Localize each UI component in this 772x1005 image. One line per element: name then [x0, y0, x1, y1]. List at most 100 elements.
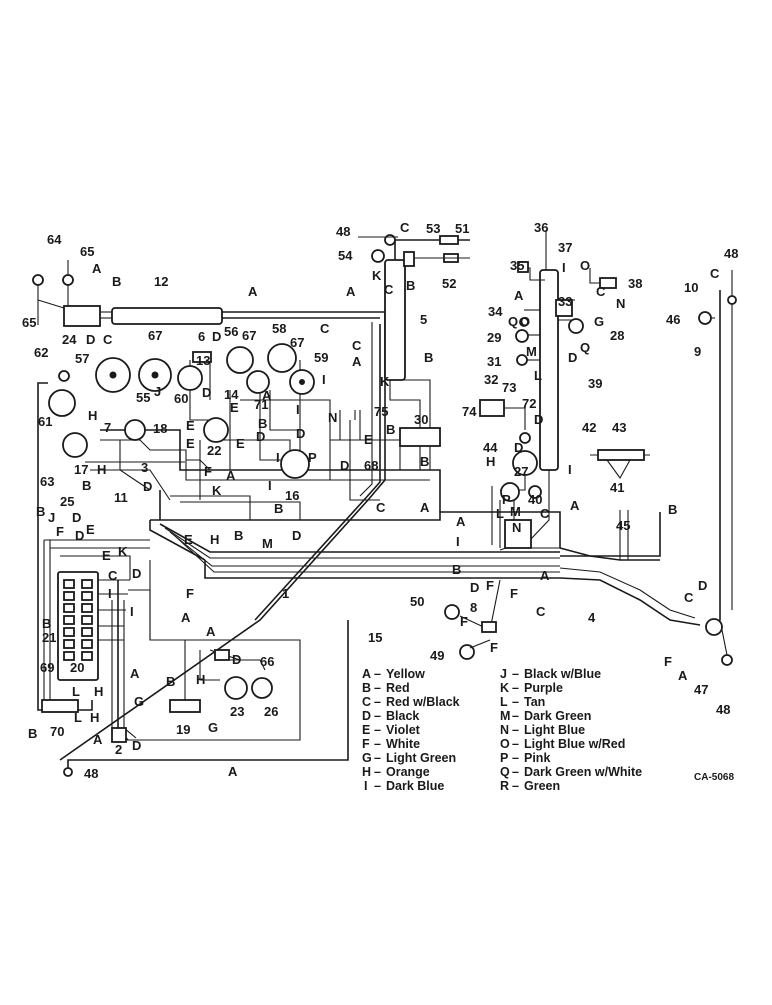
svg-text:D: D: [470, 580, 479, 595]
legend-item: N: [500, 723, 509, 737]
legend-item: P: [500, 751, 508, 765]
svg-text:48: 48: [84, 766, 98, 781]
svg-text:B: B: [274, 501, 283, 516]
harness-5: [384, 234, 470, 470]
svg-text:75: 75: [374, 404, 388, 419]
svg-text:D: D: [296, 426, 305, 441]
svg-text:60: 60: [174, 391, 188, 406]
component-13: [192, 351, 212, 363]
component-16: [280, 449, 310, 479]
lower-centre-group: [169, 640, 273, 713]
svg-text:6: 6: [198, 329, 205, 344]
svg-text:N: N: [512, 520, 521, 535]
svg-text:43: 43: [612, 420, 626, 435]
svg-text:E: E: [186, 418, 195, 433]
svg-text:I: I: [296, 402, 300, 417]
svg-text:K: K: [118, 544, 128, 559]
svg-text:G: G: [134, 694, 144, 709]
component-59: [289, 369, 315, 395]
legend-item: R: [500, 779, 509, 793]
svg-text:C: C: [352, 338, 362, 353]
svg-text:D: D: [143, 479, 152, 494]
svg-text:29: 29: [487, 330, 501, 345]
svg-text:22: 22: [207, 443, 221, 458]
svg-text:B: B: [36, 504, 45, 519]
svg-text:I: I: [456, 534, 460, 549]
legend-item: O: [500, 737, 510, 751]
svg-text:A: A: [130, 666, 140, 681]
svg-text:33: 33: [558, 294, 572, 309]
svg-text:61: 61: [38, 414, 52, 429]
svg-text:A: A: [514, 288, 524, 303]
svg-text:11: 11: [114, 490, 128, 505]
svg-text:17: 17: [74, 462, 88, 477]
svg-text:F: F: [510, 586, 518, 601]
svg-text:45: 45: [616, 518, 630, 533]
svg-text:N: N: [328, 410, 337, 425]
svg-text:C: C: [710, 266, 720, 281]
component-30: [339, 410, 441, 447]
svg-text:13: 13: [196, 353, 210, 368]
svg-text:18: 18: [153, 421, 167, 436]
svg-text:C: C: [103, 332, 113, 347]
legend-item: D: [362, 709, 371, 723]
svg-text:I: I: [568, 462, 572, 477]
legend-item: White: [386, 737, 420, 751]
svg-text:F: F: [56, 524, 64, 539]
svg-text:–: –: [512, 779, 519, 793]
svg-text:H: H: [210, 532, 219, 547]
legend-item: Q: [500, 765, 510, 779]
svg-text:L: L: [496, 506, 504, 521]
svg-text:D: D: [292, 528, 301, 543]
wire-b-right: [560, 512, 661, 557]
svg-text:B: B: [386, 422, 395, 437]
svg-text:20: 20: [70, 660, 84, 675]
svg-text:56: 56: [224, 324, 238, 339]
svg-text:I: I: [130, 604, 134, 619]
svg-text:D: D: [256, 429, 265, 444]
svg-text:C: C: [108, 568, 118, 583]
svg-text:72: 72: [522, 396, 536, 411]
svg-text:35: 35: [510, 258, 524, 273]
svg-text:30: 30: [414, 412, 428, 427]
diagram-code: CA-5068: [694, 772, 734, 783]
svg-text:A: A: [456, 514, 466, 529]
component-18: [124, 419, 146, 441]
svg-text:J: J: [154, 384, 161, 399]
legend-item: E: [362, 723, 370, 737]
svg-text:37: 37: [558, 240, 572, 255]
svg-text:E: E: [86, 522, 95, 537]
svg-text:–: –: [512, 709, 519, 723]
svg-text:L: L: [534, 368, 542, 383]
svg-text:54: 54: [338, 248, 353, 263]
component-61: [48, 389, 76, 417]
svg-text:–: –: [374, 709, 381, 723]
svg-text:63: 63: [40, 474, 54, 489]
svg-text:C: C: [376, 500, 386, 515]
svg-text:A: A: [248, 284, 258, 299]
component-62: [58, 370, 70, 382]
svg-text:44: 44: [483, 440, 498, 455]
svg-text:B: B: [424, 350, 433, 365]
svg-text:12: 12: [154, 274, 168, 289]
svg-text:16: 16: [285, 488, 299, 503]
svg-text:A: A: [92, 261, 102, 276]
svg-text:D: D: [568, 350, 577, 365]
svg-text:D: D: [132, 738, 141, 753]
svg-text:34: 34: [488, 304, 503, 319]
svg-text:D: D: [534, 412, 543, 427]
svg-text:L: L: [72, 684, 80, 699]
svg-text:E: E: [102, 548, 111, 563]
svg-text:D: D: [232, 652, 241, 667]
legend-item: G: [362, 751, 372, 765]
svg-text:B: B: [406, 278, 415, 293]
svg-text:–: –: [512, 681, 519, 695]
svg-text:7: 7: [104, 420, 111, 435]
svg-text:C: C: [536, 604, 546, 619]
svg-text:–: –: [374, 667, 381, 681]
svg-text:C: C: [400, 220, 410, 235]
right-lead-9: [698, 270, 737, 666]
svg-text:50: 50: [410, 594, 424, 609]
legend-item: Violet: [386, 723, 421, 737]
svg-text:K: K: [372, 268, 382, 283]
